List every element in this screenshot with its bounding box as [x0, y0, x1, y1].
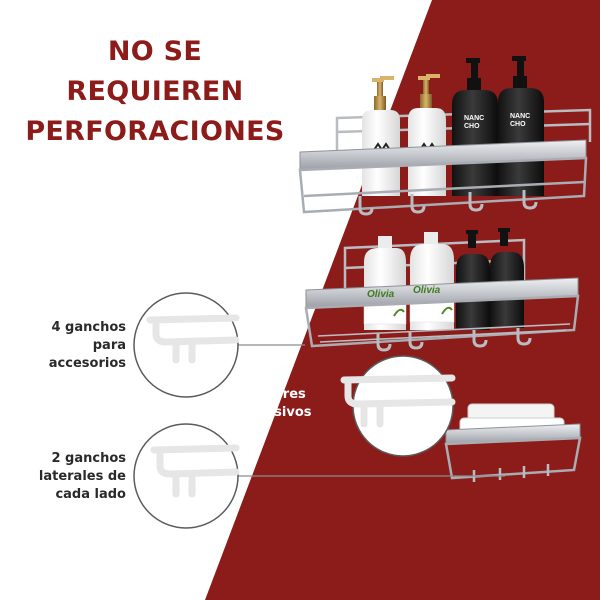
- callout-accessory-hooks: 4 ganchos para accesorios: [14, 319, 126, 373]
- white-pump-bottle: [362, 76, 400, 196]
- callout-line: para: [92, 338, 126, 353]
- top-shelf-assembly: [298, 56, 592, 216]
- bottle-label: NANC: [510, 113, 530, 120]
- callout-line: 4 ganchos: [51, 320, 126, 335]
- zoom-circle-accessory-hooks: [133, 292, 240, 398]
- callout-adhesive: Fijadores adhesivos: [238, 386, 338, 422]
- callout-line: adhesivos: [238, 405, 312, 420]
- callout-line: accesorios: [48, 356, 126, 371]
- callout-line: 2 ganchos: [51, 451, 126, 466]
- soap-dish-assembly: [444, 403, 582, 482]
- bottle-label: CHO: [464, 123, 480, 130]
- zoom-circle-adhesive: [340, 355, 456, 457]
- headline-line-3: PERFORACIONES: [25, 116, 285, 147]
- callout-line: laterales de: [38, 469, 126, 484]
- white-pump-bottle: [363, 236, 407, 330]
- callout-connector-lines: [234, 344, 505, 477]
- white-pump-bottle: [409, 232, 455, 330]
- headline-line-2: REQUIEREN: [66, 76, 244, 107]
- bottle-brand-label: Olivia: [413, 285, 441, 296]
- callout-side-hooks: 2 ganchos laterales de cada lado: [14, 450, 126, 504]
- callout-line: Fijadores: [238, 387, 306, 402]
- callout-line: cada lado: [55, 487, 126, 502]
- black-pump-bottle: [498, 56, 544, 196]
- headline-line-1: NO SE: [107, 36, 203, 67]
- bottle-brand-label: Olivia: [367, 289, 395, 300]
- bottle-label: CHO: [510, 121, 526, 128]
- middle-shelf-assembly: [304, 228, 580, 352]
- zoom-circle-side-hooks: [133, 423, 240, 529]
- black-pump-bottle: [452, 58, 498, 196]
- bottle-label: NANC: [464, 115, 484, 122]
